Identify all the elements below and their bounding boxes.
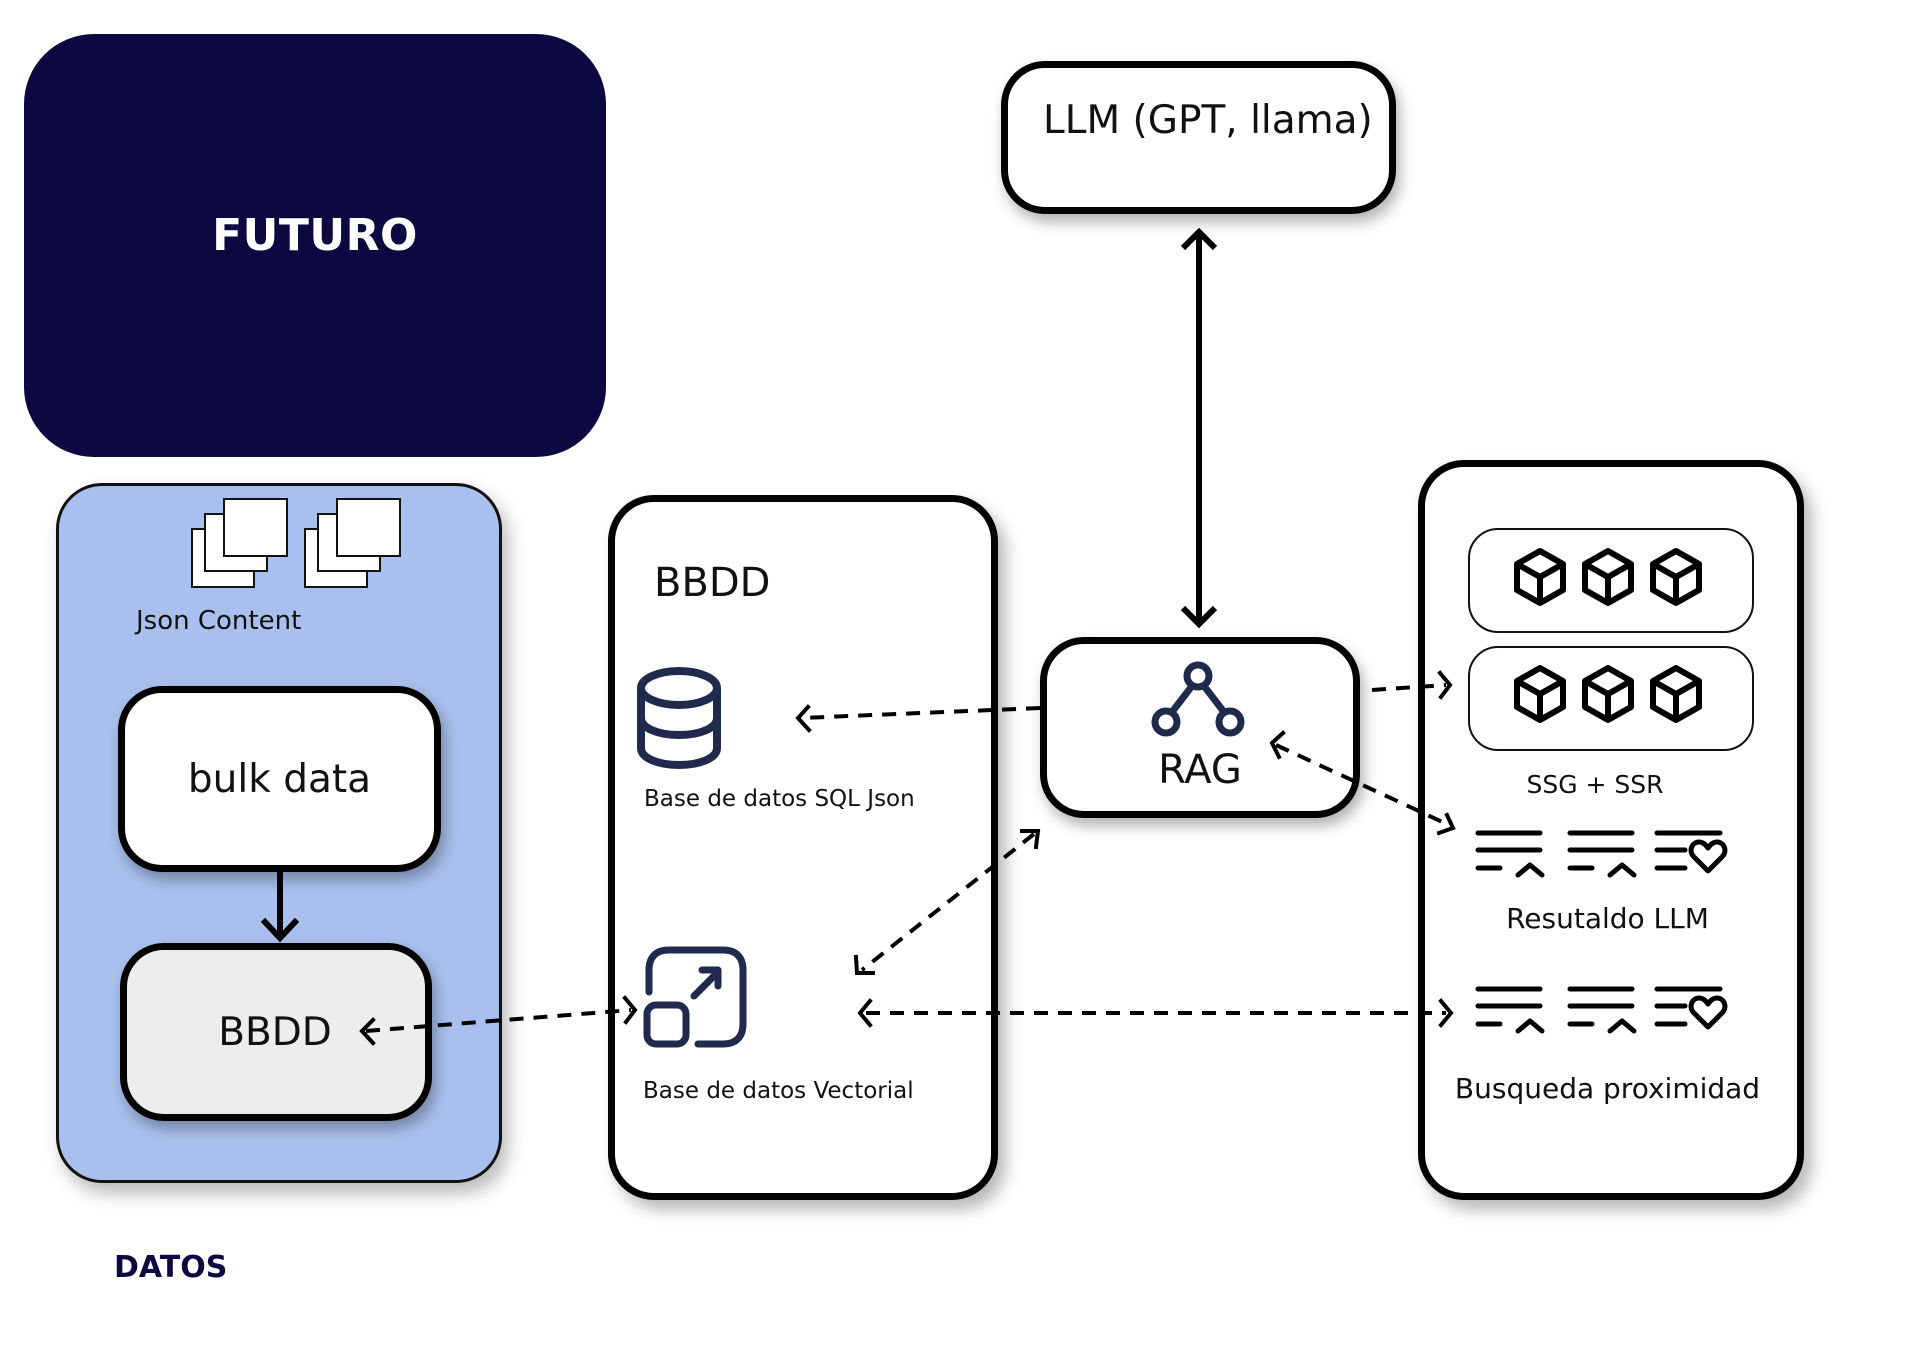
future-block: FUTURO: [24, 34, 606, 457]
sql-db-label: Base de datos SQL Json: [644, 786, 915, 812]
json-content-label: Json Content: [136, 606, 302, 636]
vector-db-label: Base de datos Vectorial: [643, 1078, 914, 1104]
llm-node[interactable]: LLM (GPT, llama): [1001, 61, 1396, 214]
llm-node-label: LLM (GPT, llama): [1043, 98, 1373, 143]
database-icon: [637, 667, 721, 770]
json-docs-icon-2: [304, 498, 401, 588]
ssg-ssr-label: SSG + SSR: [1526, 770, 1664, 799]
future-block-label: FUTURO: [212, 210, 418, 261]
arrow-rag-to-sql: [801, 706, 1041, 720]
bulk-data-node[interactable]: bulk data: [118, 686, 441, 872]
bulk-data-label: bulk data: [187, 756, 372, 802]
arrow-rag-llm-result: [1275, 743, 1450, 827]
rag-node-label: RAG: [1158, 747, 1242, 793]
arrow-rag-vector: [860, 832, 1036, 972]
json-docs-icon-1: [191, 498, 288, 588]
data-panel-title: DATOS: [114, 1250, 228, 1285]
arrow-bbdd-vector: [365, 1008, 632, 1033]
bbdd-node[interactable]: BBDD: [120, 943, 432, 1121]
rag-graph-icon: [1151, 661, 1245, 737]
arrow-bulk-to-bbdd: [260, 871, 300, 943]
arrow-rag-to-ssg: [1371, 683, 1447, 692]
llm-result-label: Resutaldo LLM: [1506, 902, 1709, 935]
proximity-search-label: Busqueda proximidad: [1454, 1072, 1761, 1105]
vector-db-icon: [643, 946, 747, 1048]
arrow-llm-rag: [1180, 227, 1218, 629]
bbdd-node-label: BBDD: [218, 1009, 332, 1055]
arrowheads: [359, 670, 1456, 1046]
storage-panel: [608, 495, 998, 1200]
storage-panel-title: BBDD: [654, 560, 771, 606]
